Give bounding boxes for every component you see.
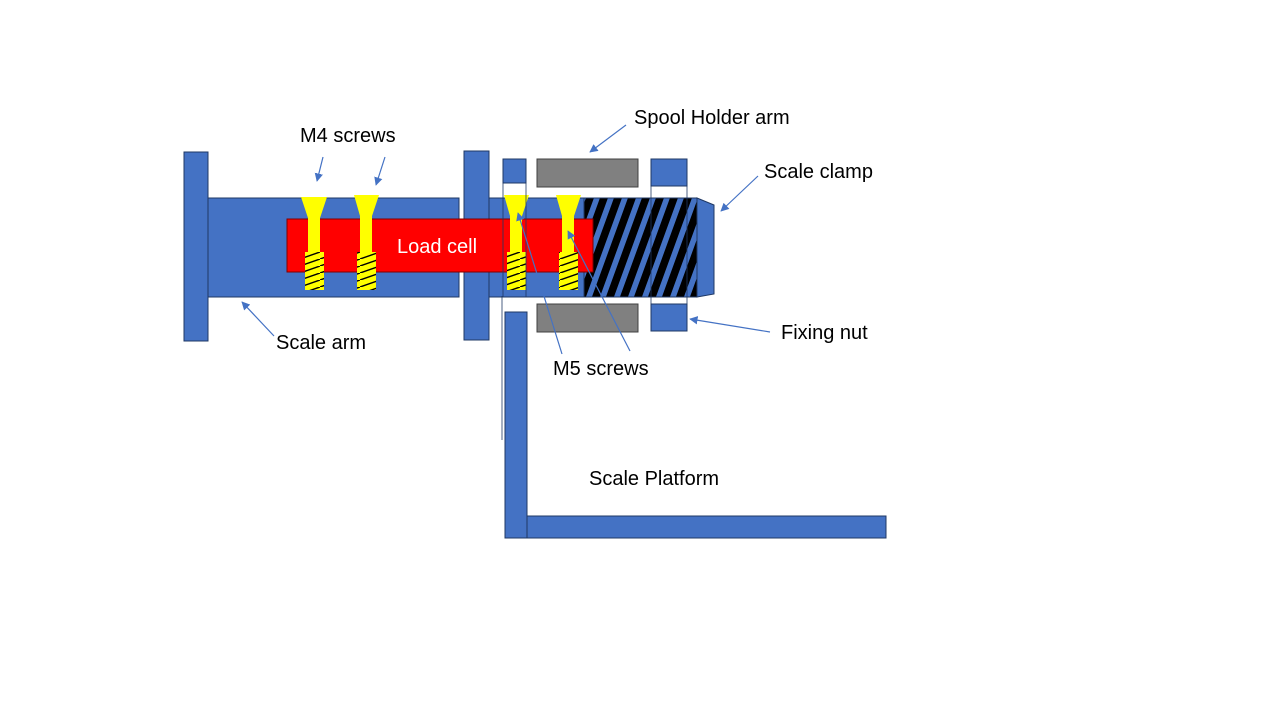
spool-holder-arm-label: Spool Holder arm <box>634 107 790 129</box>
scale-arm-end-plate <box>183 151 209 342</box>
m5-screws-arrow-2 <box>567 230 631 352</box>
scale-clamp-arrow <box>720 175 759 212</box>
m5-screw-2 <box>556 195 581 290</box>
fixing-nut <box>650 303 688 332</box>
scale-platform-horizontal <box>526 515 887 539</box>
m4-screw-2 <box>354 195 379 290</box>
scale-clamp-label: Scale clamp <box>764 161 873 183</box>
m4-screws-arrow-1 <box>314 156 324 182</box>
m5-screws-arrow-1 <box>516 212 563 355</box>
scale-arm-label: Scale arm <box>276 332 366 354</box>
scale-platform-vertical <box>504 311 528 539</box>
load-cell-label: Load cell <box>397 236 477 258</box>
load-cell <box>286 218 594 273</box>
spool-bracket-top-left <box>502 158 527 184</box>
threaded-section <box>583 197 698 298</box>
m4-screws-arrow-2 <box>374 156 386 186</box>
fixing-nut-arrow <box>689 316 771 333</box>
spool-gray-block-top <box>536 158 639 188</box>
fixing-nut-label: Fixing nut <box>781 322 868 344</box>
scale-arm-arrow <box>241 301 275 337</box>
m5-screw-1 <box>504 195 529 290</box>
spool-bracket-top-right <box>650 158 688 187</box>
m4-screw-1 <box>301 197 327 290</box>
spool-gray-block-bottom <box>536 303 639 333</box>
m5-screws-label: M5 screws <box>553 358 649 380</box>
scale-clamp-cap <box>696 197 715 298</box>
spool-holder-arm-arrow <box>589 124 627 153</box>
m4-screws-label: M4 screws <box>300 125 396 147</box>
scale-platform-label: Scale Platform <box>589 468 719 490</box>
